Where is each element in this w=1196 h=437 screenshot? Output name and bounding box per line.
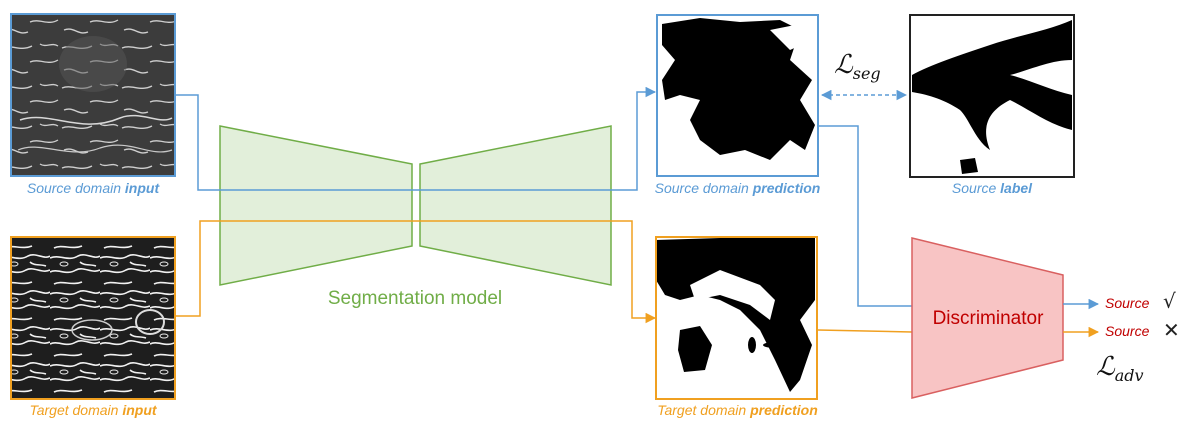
target-prediction-caption-bold: prediction	[750, 402, 818, 418]
source-input-caption-bold: input	[124, 180, 160, 196]
source-input-caption-prefix: Source domain	[26, 180, 125, 196]
discriminator-label: Discriminator	[932, 308, 1044, 329]
encoder-trapezoid	[219, 125, 413, 286]
target-input-caption-prefix: Target domain	[29, 402, 123, 418]
source-prediction-caption: Source domain prediction	[630, 180, 845, 196]
cross-icon: ✕	[1163, 318, 1180, 342]
output-source-fake-label: Source	[1105, 323, 1150, 339]
seg-loss-label: ℒseg	[834, 50, 881, 83]
source-input-caption: Source domain input	[11, 180, 175, 196]
output-source-real-label: Source	[1105, 295, 1150, 311]
source-label-caption: Source label	[910, 180, 1074, 196]
target-input-caption-bold: input	[122, 402, 157, 418]
adv-loss-subscript: adv	[1114, 366, 1144, 386]
adv-loss-label: ℒadv	[1096, 352, 1144, 385]
segmentation-model	[219, 125, 612, 286]
source-prediction-caption-bold: prediction	[752, 180, 821, 196]
discriminator-shape	[911, 237, 1064, 399]
target-input-caption: Target domain input	[11, 402, 175, 418]
source-input-image	[10, 13, 176, 177]
target-to-discriminator-line	[817, 329, 913, 333]
target-prediction-caption-prefix: Target domain	[657, 402, 751, 418]
source-to-discriminator-line	[818, 125, 912, 307]
target-flow-line	[175, 220, 657, 324]
source-flow-line	[175, 86, 657, 191]
source-label-caption-bold: label	[1000, 180, 1033, 196]
adv-loss-symbol: ℒ	[1096, 352, 1115, 382]
target-prediction-caption: Target domain prediction	[630, 402, 845, 418]
source-label-caption-prefix: Source	[951, 180, 1001, 196]
target-prediction-image	[655, 236, 818, 400]
seg-loss-symbol: ℒ	[834, 50, 853, 80]
seg-loss-subscript: seg	[852, 64, 881, 84]
source-prediction-caption-prefix: Source domain	[654, 180, 753, 196]
segmentation-model-label: Segmentation model	[327, 288, 503, 309]
target-input-image	[10, 236, 176, 400]
check-icon: √	[1163, 289, 1176, 313]
source-prediction-image	[656, 14, 819, 177]
source-label-image	[909, 14, 1075, 178]
decoder-trapezoid	[419, 125, 612, 286]
